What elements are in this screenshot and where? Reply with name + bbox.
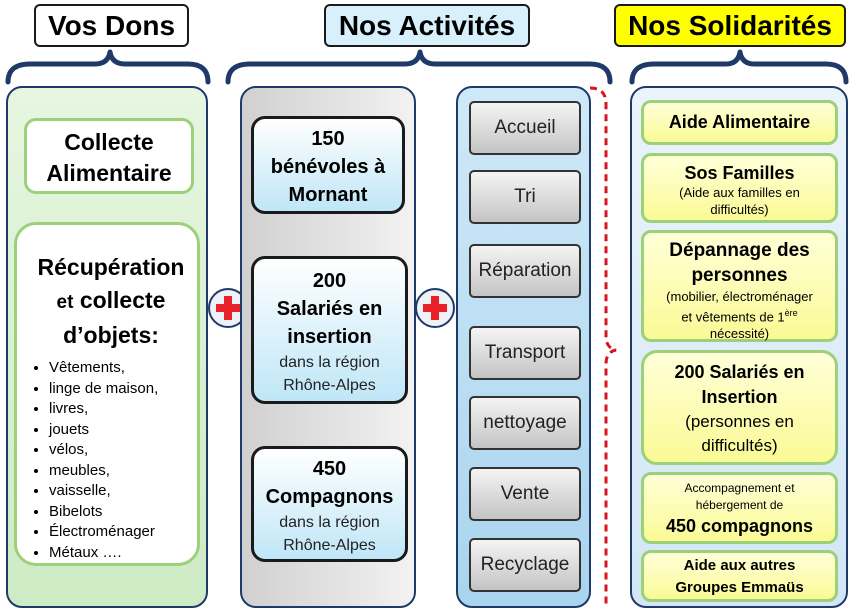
header-nos-activites: Nos Activités xyxy=(324,4,530,47)
step-vente: Vente xyxy=(469,467,581,521)
brace-solidarites xyxy=(629,49,849,85)
plus-icon xyxy=(415,288,455,328)
card-compagnons: 450 Compagnons dans la région Rhône-Alpe… xyxy=(251,446,408,562)
card-benevoles: 150 bénévoles à Mornant xyxy=(251,116,405,214)
list-item: Électroménager xyxy=(49,522,191,543)
header-braces xyxy=(5,49,849,85)
brace-dons xyxy=(5,49,211,85)
card-recuperation-objets: Récupération et collecte d’objets: Vêtem… xyxy=(14,222,200,566)
step-recyclage: Recyclage xyxy=(469,538,581,592)
header-vos-dons: Vos Dons xyxy=(34,4,189,47)
list-item: Vêtements, xyxy=(49,358,191,379)
list-item: meubles, xyxy=(49,461,191,482)
step-accueil: Accueil xyxy=(469,101,581,155)
brace-activites xyxy=(225,49,613,85)
list-item: Métaux …. xyxy=(49,543,191,564)
list-item: jouets xyxy=(49,420,191,441)
card-depannage: Dépannage des personnes (mobilier, élect… xyxy=(641,230,838,342)
list-item: linge de maison, xyxy=(49,379,191,400)
step-nettoyage: nettoyage xyxy=(469,396,581,450)
card-salaries-insertion: 200 Salariés en insertion dans la région… xyxy=(251,256,408,404)
step-tri: Tri xyxy=(469,170,581,224)
card-aide-alimentaire: Aide Alimentaire xyxy=(641,100,838,145)
step-transport: Transport xyxy=(469,326,581,380)
step-reparation: Réparation xyxy=(469,244,581,298)
card-aide-autres-groupes: Aide aux autres Groupes Emmaüs xyxy=(641,550,838,602)
card-sos-familles: Sos Familles (Aide aux familles en diffi… xyxy=(641,153,838,223)
dashed-brace-line xyxy=(589,86,617,608)
list-objets: Vêtements, linge de maison, livres, joue… xyxy=(31,358,191,563)
list-item: vaisselle, xyxy=(49,481,191,502)
card-collecte-alimentaire: Collecte Alimentaire xyxy=(24,118,194,194)
list-item: livres, xyxy=(49,399,191,420)
header-nos-solidarites: Nos Solidarités xyxy=(614,4,846,47)
card-accompagnement: Accompagnement et hébergement de 450 com… xyxy=(641,472,838,544)
list-item: vélos, xyxy=(49,440,191,461)
card-salaries-insertion-sol: 200 Salariés en Insertion (personnes en … xyxy=(641,350,838,465)
list-item: Bibelots xyxy=(49,502,191,523)
